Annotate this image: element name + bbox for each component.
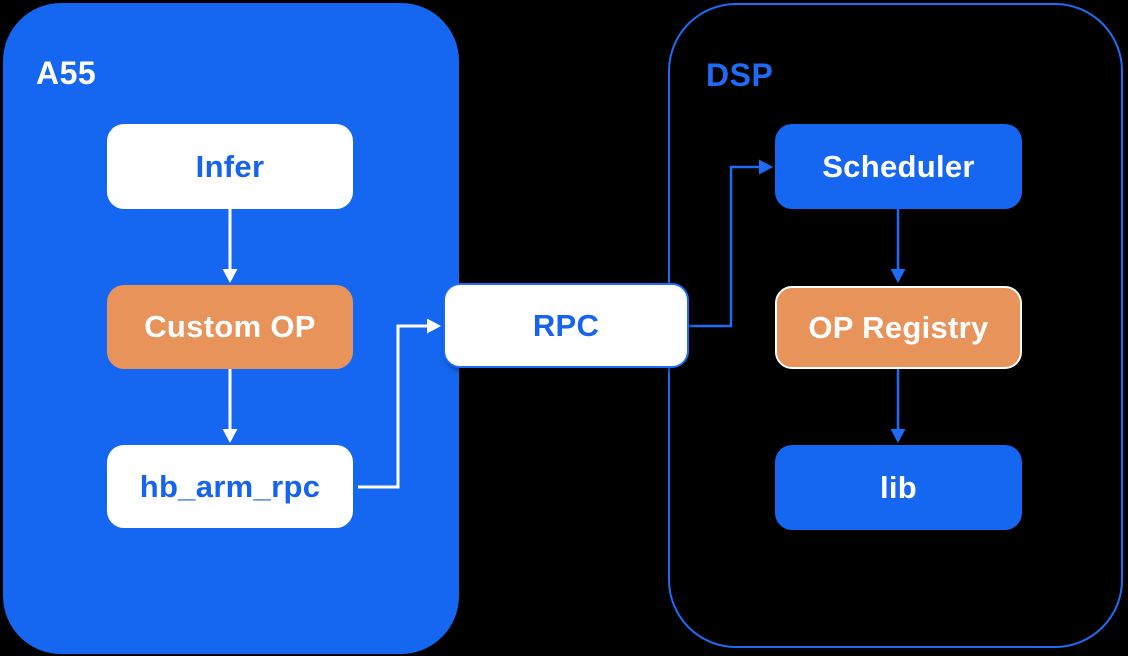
- node-hb-arm-rpc-label: hb_arm_rpc: [139, 468, 321, 504]
- node-lib: lib: [775, 445, 1022, 530]
- node-scheduler-label: Scheduler: [822, 148, 975, 184]
- node-rpc: RPC: [443, 283, 689, 368]
- node-custom-op: Custom OP: [107, 285, 353, 369]
- group-dsp-label: DSP: [706, 57, 774, 93]
- node-rpc-label: RPC: [532, 307, 600, 343]
- node-lib-label: lib: [879, 469, 918, 505]
- node-custom-op-label: Custom OP: [144, 309, 316, 344]
- node-op-registry-label: OP Registry: [808, 309, 989, 345]
- node-infer: Infer: [107, 124, 353, 209]
- node-op-registry: OP Registry: [775, 286, 1022, 369]
- node-infer-label: Infer: [195, 148, 265, 184]
- group-a55-label: A55: [36, 55, 97, 91]
- node-scheduler: Scheduler: [775, 124, 1022, 209]
- node-hb-arm-rpc: hb_arm_rpc: [107, 445, 353, 528]
